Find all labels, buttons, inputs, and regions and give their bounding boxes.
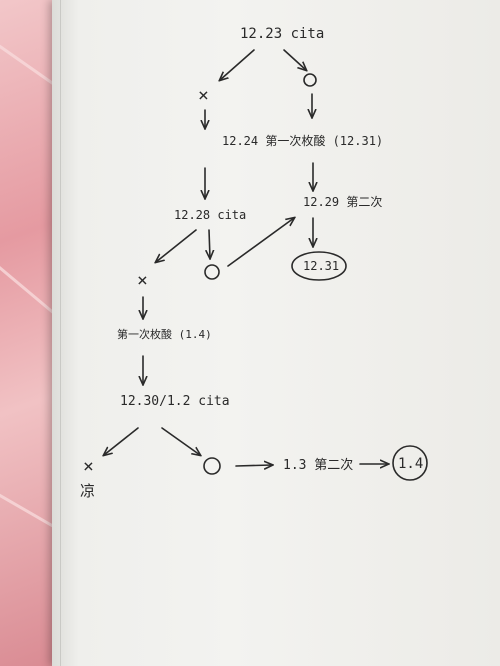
node-cool: 凉	[80, 482, 95, 500]
cross-mark-2: ×	[137, 270, 148, 291]
circle-mark-3	[203, 457, 221, 475]
arrow-1231-to-cross	[220, 49, 255, 80]
node-1-3-second: 1.3 第二次	[283, 457, 353, 473]
node-1-4: 1.4	[398, 456, 423, 472]
node-first-acid-14: 第一次枚酸 (1.4)	[117, 327, 212, 341]
arrow-1228-to-circle	[209, 229, 210, 258]
result-circle-1231	[291, 251, 347, 281]
node-12-29-second: 12.29 第二次	[303, 195, 382, 209]
cross-mark-1: ×	[198, 85, 209, 106]
circle-mark-2	[204, 264, 220, 280]
paper-margin-line	[60, 0, 61, 666]
node-first-acid-1231: 12.24 第一次枚酸 (12.31)	[222, 133, 383, 148]
circle-mark-1	[303, 73, 317, 87]
arrow-1230-to-circle	[161, 427, 200, 455]
arrow-1223-to-circle	[283, 49, 306, 70]
paper-sheet	[52, 0, 500, 666]
result-circle-14	[392, 445, 428, 481]
node-12-30-1-2-cita: 12.30/1.2 cita	[120, 394, 230, 409]
arrow-circle-to-13	[235, 465, 272, 466]
node-12-23-cita: 12.23 cita	[240, 26, 324, 42]
node-12-31: 12.31	[303, 259, 339, 273]
node-12-28-cita: 12.28 cita	[174, 208, 246, 222]
arrow-1228-to-cross	[156, 229, 197, 262]
arrow-1230-to-cross	[104, 427, 139, 455]
cross-mark-3: ×	[83, 456, 94, 477]
arrow-circle-to-1229	[227, 218, 294, 267]
